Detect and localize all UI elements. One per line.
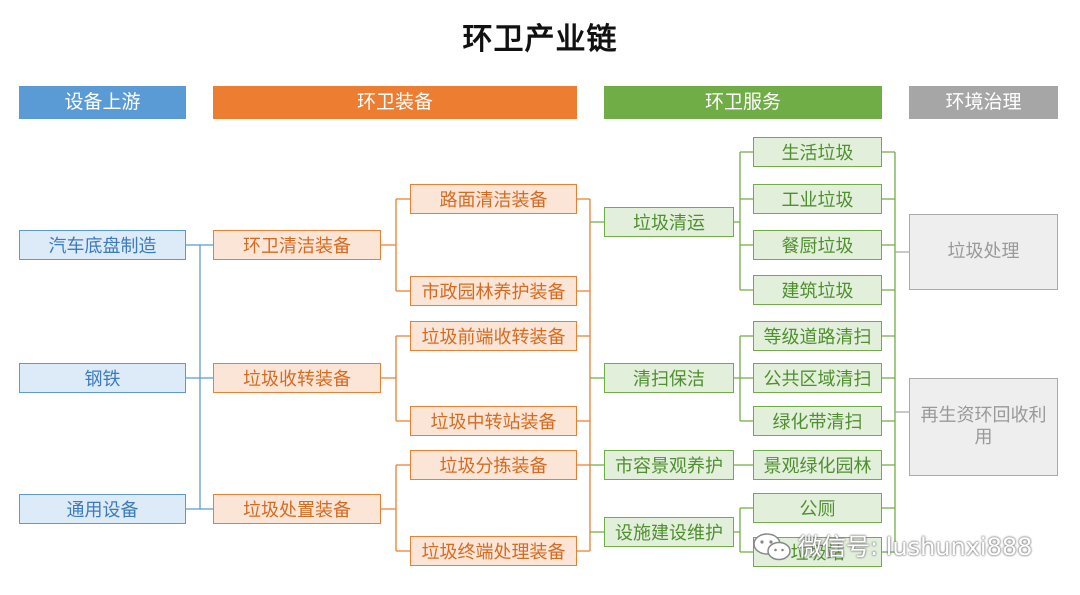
service-item-box: 建筑垃圾 bbox=[753, 275, 882, 305]
service-category-box: 市容景观养护 bbox=[604, 450, 734, 480]
equipment-item-box: 市政园林养护装备 bbox=[410, 276, 577, 306]
upstream-box: 通用设备 bbox=[19, 494, 186, 524]
header-upstream: 设备上游 bbox=[19, 86, 186, 119]
watermark-text: 微信号: lushunxi888 bbox=[798, 533, 1033, 561]
wechat-icon bbox=[753, 533, 791, 561]
service-item-box: 公共区域清扫 bbox=[753, 363, 882, 393]
equipment-category-box: 垃圾收转装备 bbox=[213, 363, 381, 393]
header-equipment: 环卫装备 bbox=[213, 86, 577, 119]
service-item-box: 绿化带清扫 bbox=[753, 406, 882, 436]
governance-box: 垃圾处理 bbox=[909, 214, 1058, 290]
service-item-box: 工业垃圾 bbox=[753, 184, 882, 214]
equipment-item-box: 路面清洁装备 bbox=[410, 184, 577, 214]
equipment-category-box: 环卫清洁装备 bbox=[213, 230, 381, 260]
service-category-box: 清扫保洁 bbox=[604, 363, 734, 393]
service-item-box: 等级道路清扫 bbox=[753, 321, 882, 351]
header-governance: 环境治理 bbox=[909, 86, 1058, 119]
equipment-item-box: 垃圾终端处理装备 bbox=[410, 536, 577, 566]
service-item-box: 景观绿化园林 bbox=[753, 450, 882, 480]
service-category-box: 设施建设维护 bbox=[604, 517, 734, 547]
equipment-item-box: 垃圾中转站装备 bbox=[410, 406, 577, 436]
equipment-category-box: 垃圾处置装备 bbox=[213, 494, 381, 524]
service-category-box: 垃圾清运 bbox=[604, 207, 734, 237]
service-item-box: 生活垃圾 bbox=[753, 137, 882, 167]
page-title: 环卫产业链 bbox=[462, 22, 618, 57]
service-item-box: 餐厨垃圾 bbox=[753, 230, 882, 260]
equipment-item-box: 垃圾分拣装备 bbox=[410, 450, 577, 480]
governance-box: 再生资环回收利用 bbox=[909, 378, 1058, 476]
service-item-box: 公厕 bbox=[753, 493, 882, 523]
upstream-box: 汽车底盘制造 bbox=[19, 230, 186, 260]
upstream-box: 钢铁 bbox=[19, 363, 186, 393]
equipment-item-box: 垃圾前端收转装备 bbox=[410, 321, 577, 351]
header-service: 环卫服务 bbox=[604, 86, 882, 119]
watermark: 微信号: lushunxi888 bbox=[752, 530, 1032, 564]
